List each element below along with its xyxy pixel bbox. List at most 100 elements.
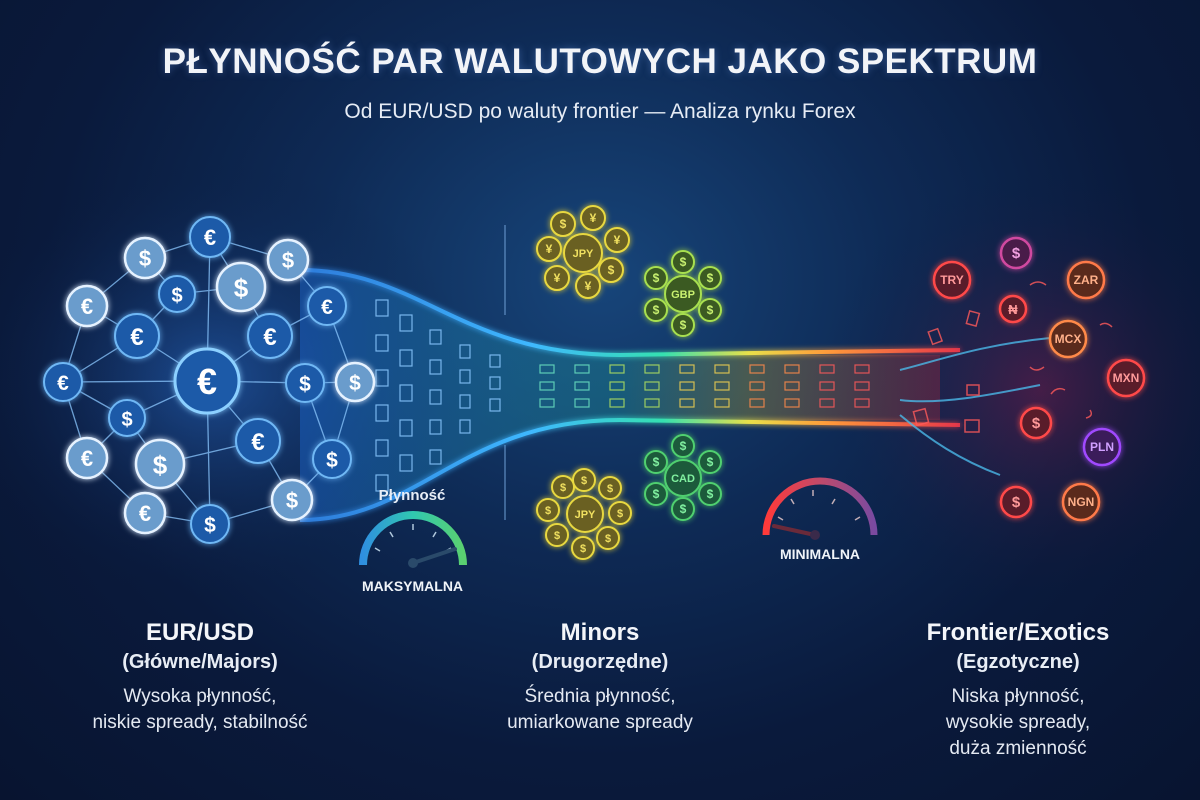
minors-clusters: $¥¥$¥¥¥ JPY $$$$$$ GBP $$$$$$ CAD $$$$: [536, 205, 722, 560]
gauge-min-value: MINIMALNA: [779, 546, 861, 562]
euro-icon: €: [123, 491, 167, 535]
majors-column: EUR/USD (Główne/Majors) Wysoka płynność,…: [20, 618, 380, 736]
svg-text:$: $: [653, 487, 660, 501]
euro-icon: €: [114, 313, 160, 359]
euro-icon: €: [173, 347, 241, 415]
column-desc-line: duża zmienność: [949, 738, 1087, 759]
euro-icon: €: [307, 286, 347, 326]
euro-icon: €: [65, 284, 109, 328]
svg-text:€: €: [130, 324, 143, 351]
svg-text:$: $: [608, 263, 615, 277]
dollar-icon: $: [108, 399, 146, 437]
svg-text:$: $: [1032, 415, 1041, 432]
svg-text:$: $: [139, 246, 151, 271]
gbp-cluster: $$$$$$ GBP: [644, 250, 722, 337]
column-heading: Frontier/Exotics: [926, 619, 1110, 646]
svg-text:$: $: [607, 483, 613, 495]
try-node: TRY: [932, 260, 972, 300]
page-title: PŁYNNOŚĆ PAR WALUTOWYCH JAKO SPEKTRUM: [162, 42, 1038, 81]
svg-text:¥: ¥: [585, 279, 592, 293]
zar-node: ZAR: [1066, 260, 1106, 300]
majors-nodes: € $ $ $ $ € € € € € € $ $ $ € € $ $ $ € …: [43, 216, 376, 544]
dollar-icon: $: [215, 261, 267, 313]
svg-text:$: $: [560, 482, 566, 494]
gauge-maximum: [359, 511, 467, 568]
svg-text:ZAR: ZAR: [1074, 273, 1099, 287]
dollar-icon: $: [285, 363, 325, 403]
gauge-max-value: MAKSYMALNA: [361, 578, 464, 594]
svg-text:$: $: [545, 505, 551, 517]
svg-text:$: $: [605, 533, 611, 545]
svg-text:TRY: TRY: [940, 273, 964, 287]
dollar-icon: $: [270, 478, 314, 522]
svg-text:¥: ¥: [590, 211, 597, 225]
svg-text:$: $: [299, 373, 311, 396]
svg-text:$: $: [617, 508, 623, 520]
svg-text:€: €: [81, 294, 93, 319]
svg-text:$: $: [234, 273, 249, 303]
page-subtitle: Od EUR/USD po waluty frontier — Analiza …: [344, 100, 856, 123]
svg-text:GBP: GBP: [671, 289, 695, 301]
svg-text:$: $: [560, 217, 567, 231]
svg-text:$: $: [680, 502, 687, 516]
svg-text:€: €: [251, 429, 264, 456]
svg-text:$: $: [286, 488, 298, 513]
svg-text:€: €: [321, 296, 333, 319]
svg-text:¥: ¥: [546, 242, 553, 256]
column-subheading: (Egzotyczne): [956, 651, 1080, 673]
svg-text:$: $: [554, 530, 560, 542]
jpy-cluster-bottom: $ $ $ $ $ $ $ $ JPY: [536, 468, 632, 560]
cad-cluster: $$$$$$ CAD: [644, 434, 722, 521]
dollar-icon: $: [999, 485, 1033, 519]
column-desc-line: Wysoka płynność,: [123, 686, 277, 707]
column-heading: EUR/USD: [145, 619, 254, 646]
column-desc-line: niskie spready, stabilność: [92, 712, 308, 733]
svg-text:$: $: [580, 543, 586, 555]
column-desc-line: Średnia płynność,: [524, 686, 676, 707]
svg-text:NGN: NGN: [1068, 495, 1095, 509]
mxn-node: MXN: [1106, 358, 1146, 398]
svg-text:$: $: [1012, 494, 1021, 511]
svg-text:€: €: [263, 324, 276, 351]
svg-text:€: €: [57, 372, 69, 395]
gauge-label: Płynność: [378, 487, 446, 504]
column-desc-line: wysokie spready,: [945, 712, 1091, 733]
svg-text:$: $: [707, 455, 714, 469]
svg-text:$: $: [680, 318, 687, 332]
svg-text:$: $: [707, 487, 714, 501]
svg-text:JPY: JPY: [575, 509, 596, 521]
svg-text:$: $: [326, 449, 338, 472]
gauge-minimum: [762, 477, 878, 540]
svg-text:$: $: [707, 271, 714, 285]
svg-text:PLN: PLN: [1090, 440, 1114, 454]
column-heading: Minors: [560, 619, 640, 646]
exotics-nodes: TRY $ ZAR ₦ MCX MXN $ PLN $ NGN: [932, 236, 1146, 522]
svg-text:¥: ¥: [554, 271, 561, 285]
svg-text:$: $: [680, 255, 687, 269]
ngn-node: NGN: [1061, 482, 1101, 522]
dollar-icon: $: [266, 238, 310, 282]
svg-text:$: $: [204, 514, 216, 537]
column-desc-line: umiarkowane spready: [507, 712, 693, 733]
naira-icon: ₦: [998, 294, 1028, 324]
svg-text:$: $: [653, 455, 660, 469]
dollar-icon: $: [158, 275, 196, 313]
svg-text:$: $: [581, 475, 587, 487]
svg-text:$: $: [707, 303, 714, 317]
svg-text:JPY: JPY: [573, 248, 594, 260]
svg-text:₦: ₦: [1008, 302, 1018, 317]
document-icons: [375, 299, 501, 492]
column-subheading: (Główne/Majors): [122, 651, 278, 673]
minors-column: Minors (Drugorzędne) Średnia płynność, u…: [420, 618, 780, 736]
svg-text:$: $: [680, 439, 687, 453]
exotics-column: Frontier/Exotics (Egzotyczne) Niska płyn…: [838, 618, 1198, 762]
svg-text:€: €: [81, 446, 93, 471]
euro-icon: €: [189, 216, 231, 258]
svg-text:$: $: [1012, 245, 1021, 262]
pln-node: PLN: [1082, 427, 1122, 467]
column-subheading: (Drugorzędne): [531, 651, 669, 673]
column-desc-line: Niska płynność,: [951, 686, 1085, 707]
svg-text:¥: ¥: [614, 233, 621, 247]
liquidity-funnel: [299, 268, 1113, 522]
